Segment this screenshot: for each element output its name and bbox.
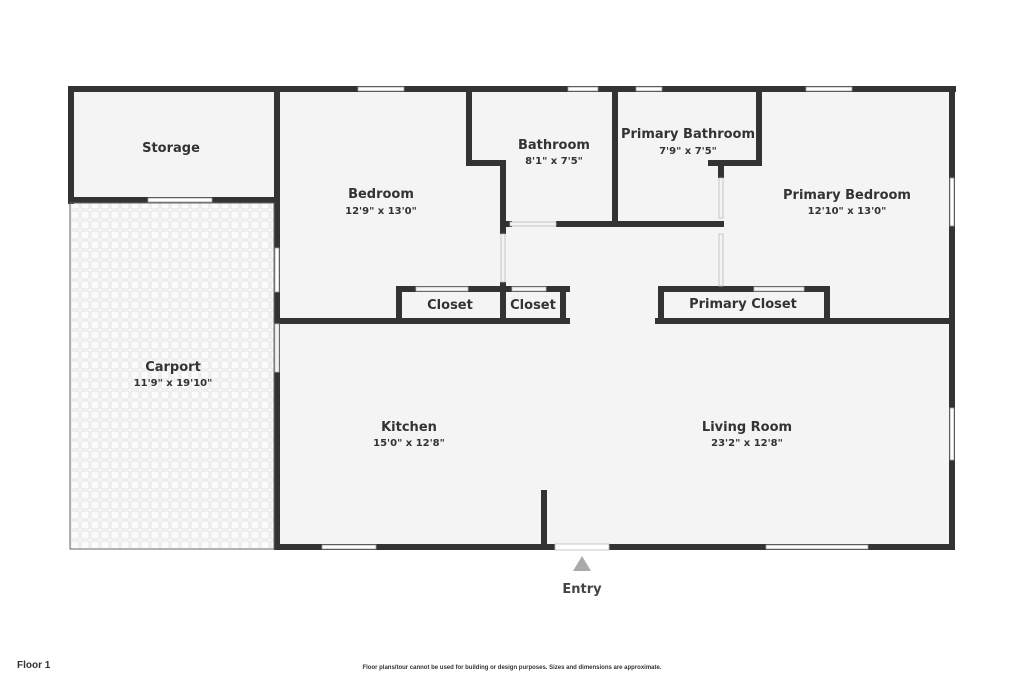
room-dims-carport: 11'9" x 19'10" xyxy=(134,378,213,389)
room-dims-primary-bedroom: 12'10" x 13'0" xyxy=(808,206,887,217)
room-dims-kitchen: 15'0" x 12'8" xyxy=(373,438,445,449)
carport-outline xyxy=(69,202,275,550)
room-name-closet-1: Closet xyxy=(427,298,473,313)
room-name-primary-bedroom: Primary Bedroom xyxy=(783,188,911,203)
disclaimer-text: Floor plans/tour cannot be used for buil… xyxy=(362,665,662,671)
room-name-storage: Storage xyxy=(142,141,200,156)
room-name-closet-2: Closet xyxy=(510,298,556,313)
room-dims-bedroom: 12'9" x 13'0" xyxy=(345,206,417,217)
room-name-primary-bathroom: Primary Bathroom xyxy=(621,127,755,142)
entry-label: Entry xyxy=(562,582,602,597)
room-name-bathroom: Bathroom xyxy=(518,138,590,153)
entry-arrow-icon xyxy=(573,556,591,571)
room-name-primary-closet: Primary Closet xyxy=(689,297,797,312)
room-name-living-room: Living Room xyxy=(702,420,792,435)
room-dims-living-room: 23'2" x 12'8" xyxy=(711,438,783,449)
windows xyxy=(147,86,955,550)
room-dims-primary-bathroom: 7'9" x 7'5" xyxy=(659,146,717,157)
door-openings xyxy=(274,177,805,551)
room-name-bedroom: Bedroom xyxy=(348,187,414,202)
carport-floor xyxy=(71,203,274,548)
room-name-carport: Carport xyxy=(145,360,201,375)
room-name-kitchen: Kitchen xyxy=(381,420,437,435)
floor-label: Floor 1 xyxy=(17,660,51,671)
room-dims-bathroom: 8'1" x 7'5" xyxy=(525,156,583,167)
